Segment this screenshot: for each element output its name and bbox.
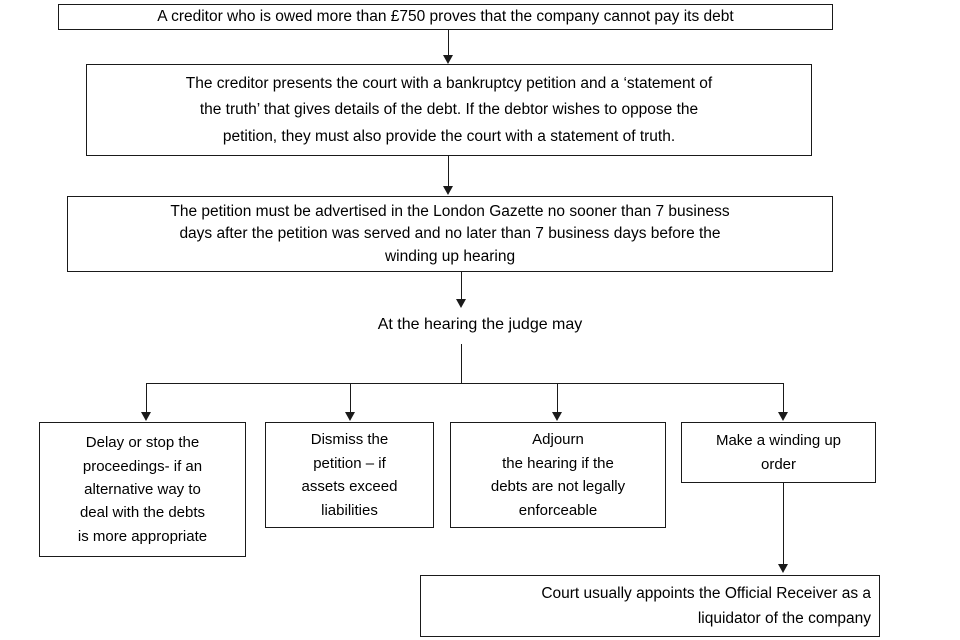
label-at-the-hearing-text: At the hearing the judge may (377, 316, 583, 333)
arrowhead-winding-order-to-receiver (778, 564, 788, 573)
node-petition-filed-line-3: petition, they must also provide the cou… (222, 127, 676, 145)
connector-creditor-to-petition (448, 30, 449, 56)
node-official-receiver-liquidator: Court usually appoints the Official Rece… (420, 575, 880, 637)
node-advertise-petition: The petition must be advertised in the L… (67, 196, 833, 272)
connector-branch-dismiss (350, 383, 351, 413)
node-delay-stop-line-2: proceedings- if an (82, 457, 203, 475)
node-petition-filed-line-1: The creditor presents the court with a b… (185, 74, 713, 92)
node-delay-stop-line-4: deal with the debts (79, 504, 206, 522)
connector-petition-to-advertise (448, 156, 449, 187)
node-creditor-owed-line-1: A creditor who is owed more than £750 pr… (157, 8, 734, 26)
node-adjourn-line-4: enforceable (518, 501, 598, 519)
arrowhead-branch-delay-stop (141, 412, 151, 421)
arrowhead-branch-winding-order (778, 412, 788, 421)
node-dismiss-line-1: Dismiss the (310, 431, 389, 449)
connector-winding-order-to-receiver (783, 483, 784, 565)
arrowhead-branch-adjourn (552, 412, 562, 421)
node-advertise-line-1: The petition must be advertised in the L… (170, 202, 730, 220)
node-official-receiver-line-2: liquidator of the company (697, 609, 871, 627)
node-dismiss-line-4: liabilities (321, 501, 378, 519)
connector-branch-bar (146, 383, 783, 384)
node-petition-filed: The creditor presents the court with a b… (86, 64, 812, 156)
node-official-receiver-line-1: Court usually appoints the Official Rece… (541, 585, 871, 602)
connector-advertise-to-hearing (461, 272, 462, 300)
node-delay-stop-line-5: is more appropriate (77, 527, 208, 545)
node-dismiss-petition: Dismiss the petition – if assets exceed … (265, 422, 434, 528)
node-delay-stop-line-1: Delay or stop the (85, 434, 200, 452)
node-advertise-line-3: winding up hearing (384, 247, 516, 265)
node-petition-filed-line-2: the truth’ that gives details of the deb… (199, 101, 699, 119)
label-at-the-hearing: At the hearing the judge may (280, 310, 680, 340)
node-adjourn-hearing: Adjourn the hearing if the debts are not… (450, 422, 666, 528)
node-winding-order-line-2: order (760, 455, 797, 473)
node-adjourn-line-1: Adjourn (532, 431, 584, 449)
node-adjourn-line-3: debts are not legally (490, 478, 626, 496)
connector-branch-delay-stop (146, 383, 147, 413)
arrowhead-creditor-to-petition (443, 55, 453, 64)
node-dismiss-line-2: petition – if (313, 454, 386, 472)
node-adjourn-line-2: the hearing if the (502, 454, 614, 472)
node-winding-order-line-1: Make a winding up (715, 432, 842, 450)
arrowhead-advertise-to-hearing (456, 299, 466, 308)
connector-hearing-stem (461, 344, 462, 383)
connector-branch-adjourn (557, 383, 558, 413)
node-creditor-owed: A creditor who is owed more than £750 pr… (58, 4, 833, 30)
node-delay-stop-line-3: alternative way to (84, 481, 201, 498)
node-dismiss-line-3: assets exceed (301, 478, 398, 496)
connector-branch-winding-order (783, 383, 784, 413)
arrowhead-branch-dismiss (345, 412, 355, 421)
arrowhead-petition-to-advertise (443, 186, 453, 195)
node-make-winding-up-order: Make a winding up order (681, 422, 876, 483)
node-advertise-line-2: days after the petition was served and n… (179, 225, 721, 243)
node-delay-or-stop-proceedings: Delay or stop the proceedings- if an alt… (39, 422, 246, 557)
